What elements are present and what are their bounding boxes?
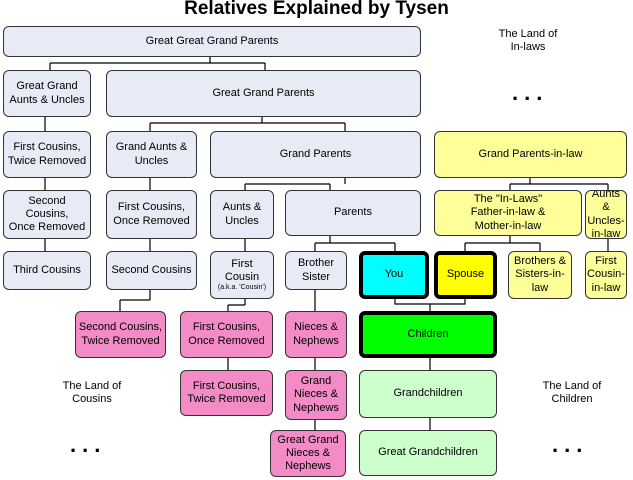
region-label-cousins: The Land of Cousins	[62, 380, 122, 406]
node-children: Children	[359, 311, 497, 358]
node-first-cousins-once-removed-mid: First Cousins, Once Removed	[106, 190, 197, 239]
node-grandchildren: Grandchildren	[359, 370, 497, 418]
node-great-grand-aunts-uncles: Great Grand Aunts & Uncles	[3, 70, 91, 117]
node-grand-parents-in-law: Grand Parents-in-law	[434, 131, 627, 178]
node-first-cousin-in-law: First Cousin- in-law	[585, 251, 627, 299]
diagram-title: Relatives Explained by Tysen	[184, 0, 449, 19]
node-great-grand-nieces-nephews: Great Grand Nieces & Nephews	[270, 430, 346, 477]
node-aunts-uncles: Aunts & Uncles	[210, 190, 274, 239]
node-first-cousins-twice-removed-top: First Cousins, Twice Removed	[3, 131, 91, 178]
node-second-cousins-twice-removed: Second Cousins, Twice Removed	[75, 311, 166, 358]
node-grand-aunts-uncles: Grand Aunts & Uncles	[106, 131, 197, 178]
node-brothers-sisters-in-law: Brothers & Sisters-in- law	[508, 251, 572, 299]
node-spouse: Spouse	[434, 251, 497, 299]
node-great-great-grand-parents: Great Great Grand Parents	[3, 26, 421, 57]
node-first-cousins-once-removed-pink: First Cousins, Once Removed	[180, 311, 273, 358]
node-brother-sister: Brother Sister	[285, 251, 347, 290]
region-label-children: The Land of Children	[542, 380, 602, 406]
node-great-grandchildren: Great Grandchildren	[359, 430, 497, 476]
ellipsis-children: ...	[552, 432, 589, 457]
ellipsis-cousins: ...	[70, 432, 107, 457]
region-label-in-laws: The Land of In-laws	[498, 28, 558, 54]
node-nieces-nephews: Nieces & Nephews	[285, 311, 347, 358]
node-aunts-uncles-in-law: Aunts & Uncles- in-law	[585, 190, 627, 239]
node-in-laws: The "In-Laws" Father-in-law & Mother-in-…	[434, 190, 582, 236]
node-first-cousin: First Cousin (a.k.a. 'Cousin')	[210, 251, 274, 299]
node-grand-parents: Grand Parents	[210, 131, 421, 178]
node-first-cousins-twice-removed-pink: First Cousins, Twice Removed	[180, 370, 273, 416]
node-second-cousins-once-removed: Second Cousins, Once Removed	[3, 190, 91, 239]
node-grand-nieces-nephews: Grand Nieces & Nephews	[285, 370, 347, 420]
node-second-cousins: Second Cousins	[106, 251, 197, 290]
node-third-cousins: Third Cousins	[3, 251, 91, 290]
node-parents: Parents	[285, 190, 421, 236]
node-you: You	[359, 251, 429, 299]
node-great-grand-parents: Great Grand Parents	[106, 70, 421, 117]
ellipsis-in-laws: ...	[512, 80, 549, 105]
